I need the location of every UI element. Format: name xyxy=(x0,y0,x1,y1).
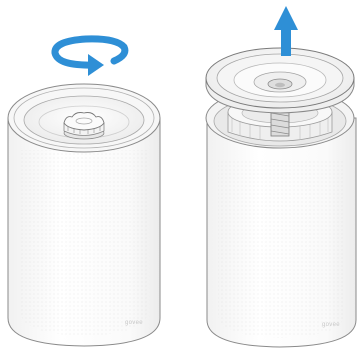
right-mesh-pattern xyxy=(218,160,344,338)
left-mesh-pattern xyxy=(20,150,148,336)
rotate-arrow-icon xyxy=(55,39,125,76)
step-1-purifier: govee xyxy=(8,84,160,346)
top-cover-disk xyxy=(206,48,354,113)
step-2-purifier: govee xyxy=(206,88,356,347)
fixing-knob-icon xyxy=(64,113,104,140)
left-brand-label: govee xyxy=(125,320,143,326)
right-brand-label: govee xyxy=(322,322,340,328)
